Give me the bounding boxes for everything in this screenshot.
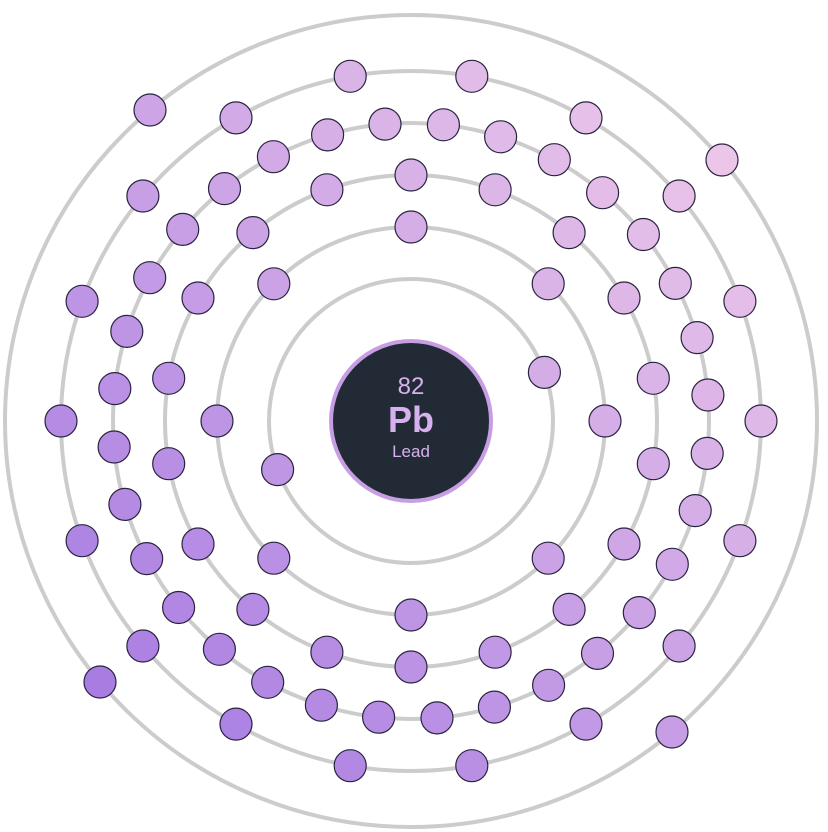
electron <box>723 284 757 318</box>
electron <box>65 524 99 558</box>
electron <box>744 404 778 438</box>
atomic-number: 82 <box>398 373 425 400</box>
electron <box>152 447 186 481</box>
electron <box>202 632 236 666</box>
electron <box>420 701 454 735</box>
electron <box>133 261 167 295</box>
electron <box>304 688 338 722</box>
electron <box>636 447 670 481</box>
electron <box>705 143 739 177</box>
electron <box>394 598 428 632</box>
electron <box>200 404 234 438</box>
electron <box>333 749 367 783</box>
electron <box>162 590 196 625</box>
shell-4 <box>111 121 711 721</box>
electron <box>236 592 270 627</box>
electron <box>531 668 566 702</box>
electron <box>362 700 396 734</box>
electron <box>98 372 132 406</box>
electron <box>261 453 295 487</box>
electron <box>394 158 428 192</box>
electron <box>552 216 586 250</box>
electron <box>152 361 186 395</box>
electron <box>477 690 511 724</box>
nucleus: 82 Pb Lead <box>329 339 493 503</box>
electron <box>236 216 270 250</box>
electron <box>133 93 167 127</box>
electron <box>166 212 200 246</box>
electron <box>680 321 714 355</box>
electron <box>257 267 291 301</box>
electron <box>690 436 724 470</box>
electron <box>251 665 285 699</box>
electron <box>219 707 253 741</box>
electron <box>97 430 131 464</box>
electrons <box>44 59 778 783</box>
electron <box>478 173 512 207</box>
electron <box>130 541 164 576</box>
electron <box>333 59 367 93</box>
element-name: Lead <box>392 442 430 461</box>
electron <box>455 749 489 783</box>
electron <box>662 179 696 213</box>
electron <box>678 494 712 528</box>
electron <box>126 179 160 213</box>
electron <box>537 143 571 177</box>
electron <box>181 527 215 561</box>
electron <box>394 650 428 684</box>
electron <box>126 629 160 663</box>
electron <box>569 707 603 741</box>
electron <box>662 629 696 663</box>
electron <box>626 217 661 252</box>
electron <box>552 592 586 627</box>
electron <box>207 172 242 206</box>
electron <box>455 59 489 93</box>
electron <box>256 140 290 174</box>
electron <box>65 284 99 318</box>
element-symbol: Pb <box>388 399 434 440</box>
shell-1 <box>267 277 555 565</box>
electron <box>368 107 402 141</box>
electron <box>44 404 78 438</box>
electron <box>181 281 215 315</box>
electron <box>83 665 117 699</box>
electron <box>310 173 344 207</box>
electron <box>658 266 692 300</box>
electron <box>691 378 725 412</box>
electron <box>569 101 603 135</box>
electron <box>622 595 656 630</box>
electron <box>310 635 344 669</box>
electron <box>426 108 460 142</box>
nucleus-circle <box>329 339 493 503</box>
electron <box>484 120 518 154</box>
electron <box>257 541 291 575</box>
electron <box>394 210 428 244</box>
electron <box>531 267 565 301</box>
electron <box>311 118 345 152</box>
electron <box>607 281 641 315</box>
electron <box>219 101 253 135</box>
electron <box>580 636 615 671</box>
electron <box>527 355 562 389</box>
electron <box>655 715 689 749</box>
electron <box>636 361 670 395</box>
electron <box>607 527 641 561</box>
electron <box>478 635 512 669</box>
electron <box>723 524 757 558</box>
electron <box>585 176 620 210</box>
electron <box>110 314 144 348</box>
electron <box>108 487 142 521</box>
electron <box>655 547 689 581</box>
shell-6 <box>3 13 819 829</box>
electron <box>588 404 622 438</box>
electron <box>531 541 565 575</box>
